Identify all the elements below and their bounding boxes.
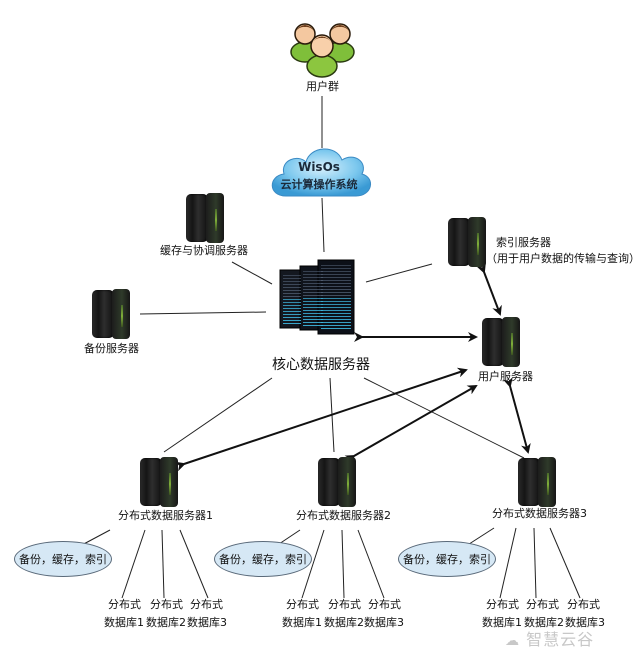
ds2-db1-line2: 数据库1	[282, 616, 322, 629]
backup-server-label: 备份服务器	[84, 342, 139, 355]
line-core-ds3	[363, 377, 525, 459]
ds2-db2-line2: 数据库2	[324, 616, 364, 629]
ds3-db2-line1: 分布式	[526, 598, 559, 611]
arrow-ds2-user	[344, 385, 478, 465]
cloud-icon	[271, 148, 371, 197]
line-backup-core	[139, 311, 267, 315]
watermark-text: 智慧云谷	[526, 630, 595, 649]
index-server-icon	[448, 216, 486, 268]
user-server-icon	[482, 316, 520, 368]
ds1-db2-line1: 分布式	[150, 598, 183, 611]
line-ds3-db1	[499, 527, 517, 599]
user-group-label: 用户群	[306, 80, 339, 93]
wechat-icon: ☁	[505, 633, 520, 649]
ds3-db1-line2: 数据库1	[482, 616, 522, 629]
line-ds2-db3	[357, 529, 385, 599]
ds1-db3-line1: 分布式	[190, 598, 223, 611]
users-group-icon	[290, 23, 355, 78]
distributed-server-3-bubble: 备份，缓存，索引	[398, 541, 496, 577]
line-ds1-db2	[161, 529, 165, 599]
line-ds2-db2	[341, 529, 345, 599]
arrow-ds3-user	[503, 376, 531, 454]
ds3-db2-line2: 数据库2	[524, 616, 564, 629]
line-ds1-db1	[121, 529, 146, 599]
line-cloud-core	[321, 197, 325, 253]
distributed-server-1-bubble: 备份，缓存，索引	[14, 541, 112, 577]
line-index-core	[365, 263, 433, 283]
distributed-server-3-icon	[518, 456, 556, 508]
arrow-index-user	[476, 262, 502, 316]
cache-server-icon	[186, 192, 224, 244]
user-server-label: 用户服务器	[478, 370, 533, 383]
cache-server-label: 缓存与协调服务器	[160, 244, 248, 257]
distributed-server-1-icon	[140, 456, 178, 508]
ds2-db3-line1: 分布式	[368, 598, 401, 611]
ds2-db3-line2: 数据库3	[364, 616, 404, 629]
distributed-server-3-label: 分布式数据服务器3	[492, 507, 587, 520]
line-ds1-db3	[179, 529, 209, 599]
ds3-db3-line1: 分布式	[567, 598, 600, 611]
ds1-db1-line1: 分布式	[108, 598, 141, 611]
cloud-title: WisOs	[298, 160, 340, 174]
line-ds3-db2	[533, 527, 537, 599]
ds1-db1-line2: 数据库1	[104, 616, 144, 629]
distributed-server-2-icon	[318, 456, 356, 508]
ds2-db1-line1: 分布式	[286, 598, 319, 611]
core-server-rack-icon	[279, 259, 355, 335]
ds3-db3-line2: 数据库3	[565, 616, 605, 629]
line-cache-core	[231, 261, 273, 285]
cloud-subtitle: 云计算操作系统	[280, 178, 358, 191]
index-server-note: （用于用户数据的传输与查询）	[486, 252, 640, 265]
distributed-server-2-bubble: 备份，缓存，索引	[214, 541, 312, 577]
ds1-db3-line2: 数据库3	[187, 616, 227, 629]
watermark: ☁ 智慧云谷	[505, 626, 594, 650]
backup-server-icon	[92, 288, 130, 340]
line-ds2-db1	[301, 529, 325, 599]
ds2-db2-line1: 分布式	[328, 598, 361, 611]
index-server-label: 索引服务器	[496, 236, 551, 249]
ds1-db2-line2: 数据库2	[146, 616, 186, 629]
distributed-server-1-label: 分布式数据服务器1	[118, 509, 213, 522]
core-server-label: 核心数据服务器	[272, 357, 370, 373]
line-ds3-db3	[549, 527, 581, 599]
ds3-db1-line1: 分布式	[486, 598, 519, 611]
distributed-server-2-label: 分布式数据服务器2	[296, 509, 391, 522]
